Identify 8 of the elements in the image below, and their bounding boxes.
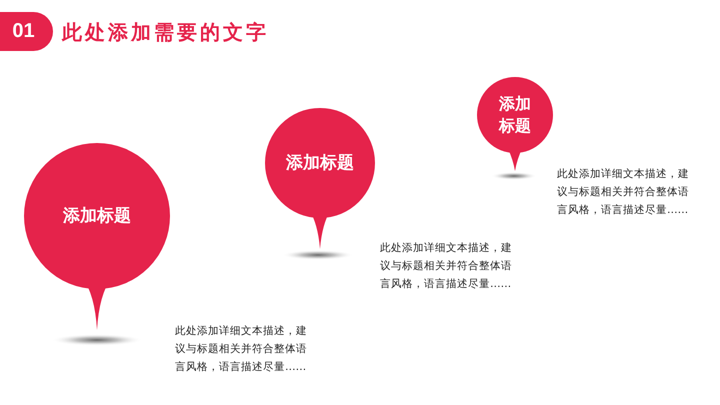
description-text: 此处添加详细文本描述，建议与标题相关并符合整体语言风格，语言描述尽量…… [557,167,690,218]
slide-title: 此处添加需要的文字 [62,19,269,46]
description-text: 此处添加详细文本描述，建议与标题相关并符合整体语言风格，语言描述尽量…… [175,324,308,375]
pin-title: 添加标题 [63,205,131,228]
pin-title: 添加标题 [498,93,532,137]
number-tab: 01 [0,12,53,51]
pin-title: 添加标题 [286,152,354,175]
description-text: 此处添加详细文本描述，建议与标题相关并符合整体语言风格，语言描述尽量…… [380,241,513,292]
